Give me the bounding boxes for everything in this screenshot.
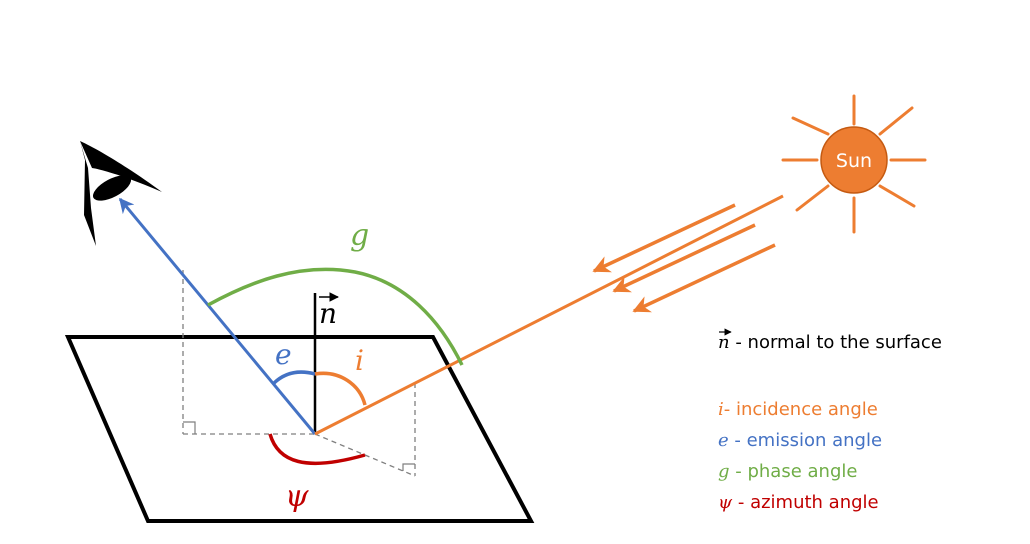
legend-phase-text: - phase angle bbox=[730, 461, 858, 482]
incidence-ray bbox=[314, 194, 784, 436]
legend-incidence-text: - incidence angle bbox=[724, 399, 878, 420]
normal-label-text: n bbox=[319, 297, 337, 330]
legend-emission-symbol: e bbox=[718, 430, 729, 451]
emission-label: e bbox=[275, 338, 292, 371]
legend: n - normal to the surface i- incidence a… bbox=[718, 328, 942, 513]
eye-icon bbox=[80, 141, 162, 246]
emission-angle-arc bbox=[271, 370, 316, 386]
legend-phase-symbol: g bbox=[718, 461, 730, 482]
incoming-sun-rays bbox=[592, 203, 776, 313]
incidence-angle-arc bbox=[314, 371, 367, 406]
phase-angle-arc bbox=[207, 267, 464, 366]
legend-azimuth: ψ - azimuth angle bbox=[718, 492, 879, 513]
sun-label: Sun bbox=[836, 150, 872, 172]
azimuth-label: ψ bbox=[285, 479, 309, 514]
legend-azimuth-symbol: ψ bbox=[718, 492, 733, 513]
svg-text:n - normal to the surface: n - normal to the surface bbox=[718, 332, 942, 353]
emission-ray bbox=[118, 197, 317, 435]
normal-label: n bbox=[319, 292, 339, 330]
legend-azimuth-text: - azimuth angle bbox=[732, 492, 879, 513]
observer-projection-lines bbox=[182, 270, 315, 435]
legend-normal-text: - normal to the surface bbox=[730, 332, 942, 353]
legend-phase: g - phase angle bbox=[718, 461, 857, 482]
sun-icon bbox=[781, 94, 927, 234]
legend-normal: n - normal to the surface bbox=[718, 328, 942, 353]
right-angle-marker-observer bbox=[183, 421, 196, 434]
phase-label: g bbox=[350, 218, 369, 253]
azimuth-angle-arc bbox=[268, 433, 366, 466]
legend-emission: e - emission angle bbox=[718, 430, 882, 451]
legend-incidence: i- incidence angle bbox=[718, 399, 878, 420]
legend-incidence-symbol: i bbox=[718, 399, 724, 420]
legend-normal-symbol: n bbox=[718, 332, 730, 353]
incidence-label: i bbox=[355, 344, 364, 377]
right-angle-marker-sun bbox=[402, 463, 415, 471]
legend-emission-text: - emission angle bbox=[729, 430, 882, 451]
surface-plane bbox=[64, 335, 535, 523]
